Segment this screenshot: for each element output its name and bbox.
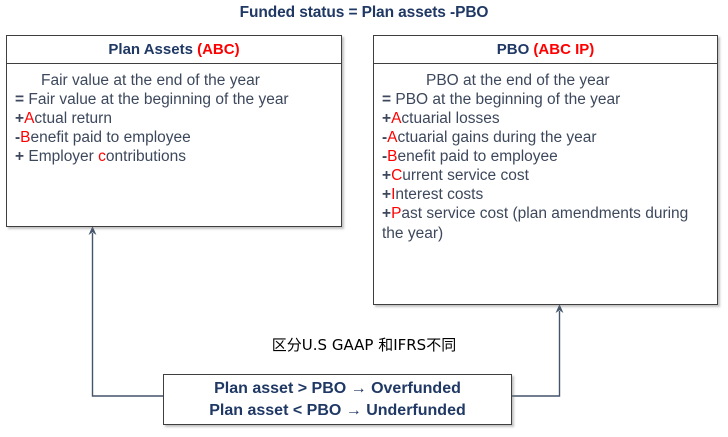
- pbo-line-5-text: enefit paid to employee: [397, 148, 558, 166]
- pbo-line-3-initial: A: [391, 110, 402, 128]
- plan-assets-line-3-initial: A: [24, 110, 35, 128]
- pbo-line-3: +Actuarial losses: [382, 109, 711, 128]
- pbo-line-2: = PBO at the beginning of the year: [382, 90, 711, 109]
- pbo-line-4-initial: A: [387, 129, 398, 147]
- underfunded-rule: Plan asset < PBO → Underfunded: [209, 401, 466, 419]
- pbo-line-5-op: -: [382, 148, 388, 166]
- plan-assets-line-5-op: +: [15, 148, 25, 166]
- plan-assets-line-4: -Benefit paid to employee: [15, 128, 334, 147]
- pbo-line-8-op: +: [382, 205, 392, 223]
- plan-assets-header: Plan Assets (ABC): [7, 36, 341, 64]
- plan-assets-header-code: (ABC): [197, 41, 240, 58]
- funding-result-box: Plan asset > PBO → Overfunded Plan asset…: [163, 374, 512, 425]
- plan-assets-line-4-initial: B: [20, 129, 31, 147]
- plan-assets-body: Fair value at the end of the year = Fair…: [7, 64, 341, 170]
- pbo-line-4-text: ctuarial gains during the year: [397, 129, 597, 147]
- plan-assets-line-1-text: Fair value at the end of the year: [41, 72, 260, 89]
- pbo-body: PBO at the end of the year = PBO at the …: [374, 64, 717, 247]
- pbo-line-8-text: ast service cost (plan amendments during…: [382, 205, 689, 242]
- plan-assets-line-5-initial: c: [98, 148, 106, 166]
- plan-assets-line-5: + Employer contributions: [15, 147, 334, 166]
- pbo-line-3-op: +: [382, 110, 392, 128]
- plan-assets-line-1: Fair value at the end of the year: [15, 71, 334, 90]
- plan-assets-line-5-text: Employer contributions: [28, 148, 187, 166]
- gaap-ifrs-note: 区分U.S GAAP 和IFRS不同: [271, 336, 457, 354]
- page-title: Funded status = Plan assets -PBO: [239, 4, 489, 21]
- plan-assets-line-4-op: -: [15, 129, 21, 147]
- pbo-line-6-text: urrent service cost: [402, 167, 529, 185]
- plan-assets-header-title: Plan Assets: [108, 41, 198, 58]
- pbo-line-6-initial: C: [391, 167, 403, 185]
- pbo-line-7: +Interest costs: [382, 185, 711, 204]
- pbo-line-3-text: ctuarial losses: [401, 110, 500, 128]
- pbo-line-7-initial: I: [391, 186, 396, 204]
- plan-assets-box: Plan Assets (ABC) Fair value at the end …: [6, 35, 342, 227]
- pbo-line-5-initial: B: [387, 148, 398, 166]
- pbo-line-1-text: PBO at the end of the year: [426, 72, 610, 89]
- overfunded-rule: Plan asset > PBO → Overfunded: [214, 380, 461, 398]
- plan-assets-line-3: +Actual return: [15, 109, 334, 128]
- pbo-line-6-op: +: [382, 167, 392, 185]
- pbo-line-5: -Benefit paid to employee: [382, 147, 711, 166]
- pbo-line-8-initial: P: [391, 205, 402, 223]
- pbo-line-2-text: PBO at the beginning of the year: [395, 91, 621, 109]
- plan-assets-line-2-text: Fair value at the beginning of the year: [28, 91, 289, 109]
- pbo-header-title: PBO: [496, 41, 534, 58]
- pbo-header: PBO (ABC IP): [374, 36, 717, 64]
- pbo-line-7-text: nterest costs: [395, 186, 484, 204]
- plan-assets-line-4-text: enefit paid to employee: [30, 129, 191, 147]
- pbo-line-8: +Past service cost (plan amendments duri…: [382, 204, 711, 242]
- pbo-line-4: -Actuarial gains during the year: [382, 128, 711, 147]
- plan-assets-line-3-text: ctual return: [34, 110, 112, 128]
- pbo-line-1: PBO at the end of the year: [382, 71, 711, 90]
- connector-result-to-plan-assets: [88, 226, 163, 397]
- pbo-line-6: +Current service cost: [382, 166, 711, 185]
- pbo-line-4-op: -: [382, 129, 388, 147]
- pbo-line-2-op: =: [382, 91, 392, 109]
- plan-assets-line-3-op: +: [15, 110, 25, 128]
- plan-assets-line-2: = Fair value at the beginning of the yea…: [15, 90, 334, 109]
- plan-assets-line-2-op: =: [15, 91, 25, 109]
- pbo-header-code: (ABC IP): [533, 41, 595, 58]
- pbo-line-7-op: +: [382, 186, 392, 204]
- pbo-box: PBO (ABC IP) PBO at the end of the year …: [373, 35, 718, 305]
